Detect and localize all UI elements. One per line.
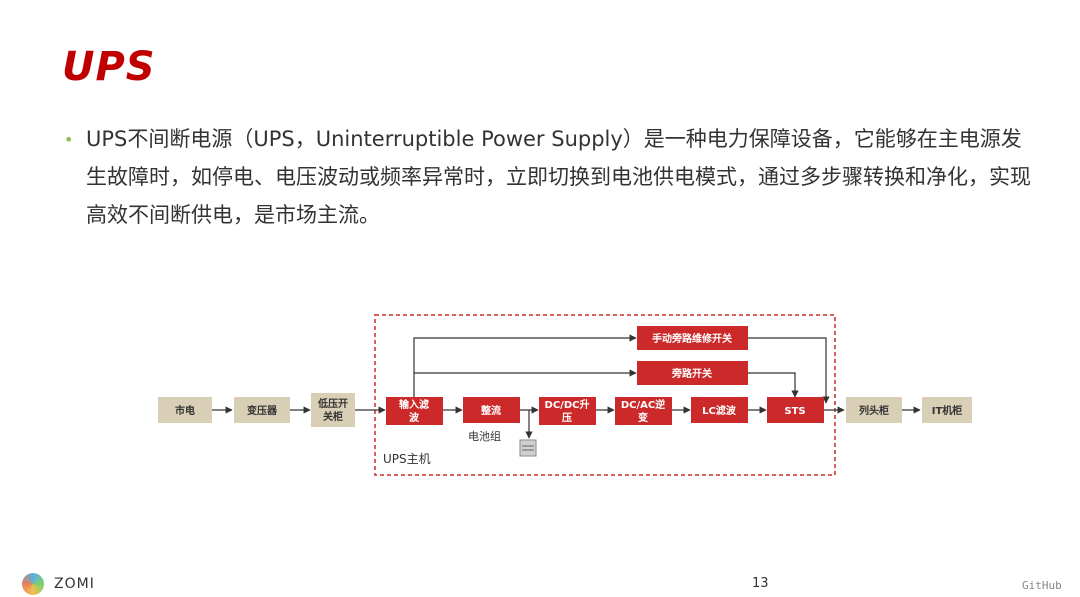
node-transformer-label: 变压器	[247, 404, 278, 417]
node-bypass-switch	[637, 361, 748, 385]
footer-github: GitHub	[1022, 579, 1062, 592]
node-lc-filter-label: LC滤波	[702, 404, 737, 417]
ups-host-label: UPS主机	[383, 452, 431, 466]
bullet-text: UPS不间断电源（UPS，Uninterruptible Power Suppl…	[86, 127, 1031, 227]
node-lv-switch-label-2: 关柜	[323, 410, 343, 423]
node-rectifier-label: 整流	[480, 404, 501, 417]
node-bypass-switch-label: 旁路开关	[671, 367, 712, 380]
ups-host-boundary	[374, 314, 836, 476]
slide-title: UPS	[62, 44, 156, 90]
node-header-cabinet	[846, 397, 902, 423]
edge-bypass-switch-out	[748, 372, 799, 398]
edge-to-manual-bypass	[413, 334, 637, 397]
zomi-logo-icon	[22, 573, 44, 595]
node-sts	[767, 397, 824, 423]
node-rectifier	[463, 397, 520, 423]
node-input-filter	[386, 397, 443, 425]
node-lv-switch	[311, 393, 355, 427]
node-transformer	[234, 397, 290, 423]
node-mains-label: 市电	[175, 404, 195, 417]
edge-manual-bypass-out	[748, 337, 830, 404]
node-it-cabinet-label: IT机柜	[932, 404, 963, 417]
node-inverter	[615, 397, 672, 425]
page-number: 13	[752, 576, 769, 591]
node-input-filter-label-1: 输入滤	[399, 398, 429, 411]
node-inverter-label-2: 变	[638, 411, 648, 424]
node-lv-switch-label-1: 低压开	[317, 397, 348, 410]
node-inverter-label-1: DC/AC逆	[621, 398, 665, 411]
node-dcdc-label-1: DC/DC升	[545, 398, 590, 411]
node-dcdc-label-2: 压	[562, 412, 572, 424]
node-sts-label: STS	[784, 406, 805, 417]
node-it-cabinet	[922, 397, 972, 423]
node-manual-bypass-label: 手动旁路维修开关	[652, 332, 732, 345]
node-header-cabinet-label: 列头柜	[859, 404, 889, 417]
battery-icon	[519, 439, 537, 457]
node-manual-bypass	[637, 326, 748, 350]
node-lc-filter	[691, 397, 748, 423]
node-dcdc	[539, 397, 596, 425]
node-mains	[158, 397, 212, 423]
footer-brand: ZOMI	[54, 576, 95, 592]
bullet-marker: •	[64, 130, 74, 149]
battery-label: 电池组	[468, 429, 501, 443]
node-input-filter-label-2: 波	[409, 411, 420, 424]
